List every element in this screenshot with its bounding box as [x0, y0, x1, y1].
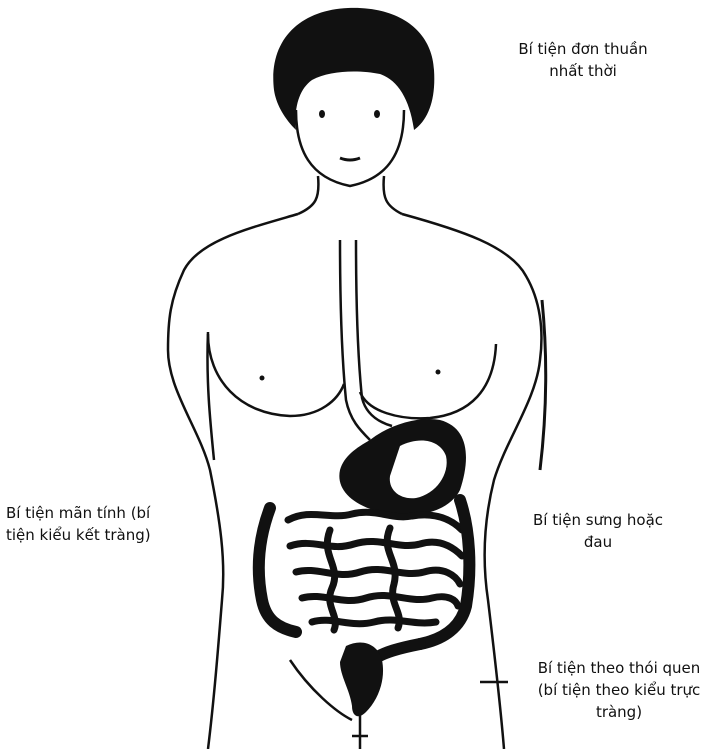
torso-outline [168, 214, 298, 749]
label-chronic-line2: tiện kiểu kết tràng) [6, 524, 206, 546]
rectum [340, 642, 383, 716]
hair [273, 8, 434, 130]
left-nipple [260, 376, 265, 381]
label-painful-constipation: Bí tiện sưng hoặc đau [508, 509, 688, 553]
label-habit-line3: tràng) [516, 701, 722, 723]
label-simple-line1: Bí tiện đơn thuần [478, 38, 688, 60]
label-habit-line2: (bí tiện theo kiểu trực [516, 679, 722, 701]
label-simple-constipation: Bí tiện đơn thuần nhất thời [478, 38, 688, 82]
left-breast [208, 334, 344, 416]
right-breast [360, 344, 496, 418]
label-chronic-constipation: Bí tiện mãn tính (bí tiện kiểu kết tràng… [6, 502, 206, 546]
right-eye [374, 110, 380, 118]
esophagus-inner [356, 240, 392, 426]
mouth [340, 158, 360, 160]
anus [352, 712, 368, 749]
label-simple-line2: nhất thời [478, 60, 688, 82]
label-pain-line2: đau [508, 531, 688, 553]
right-nipple [436, 370, 441, 375]
label-chronic-line1: Bí tiện mãn tính (bí [6, 502, 206, 524]
label-pain-line1: Bí tiện sưng hoặc [508, 509, 688, 531]
small-intestine [288, 512, 462, 630]
ascending-colon [259, 508, 296, 632]
left-eye [319, 110, 325, 118]
label-habitual-constipation: Bí tiện theo thói quen (bí tiện theo kiể… [516, 657, 722, 723]
neck [298, 176, 402, 214]
label-habit-line1: Bí tiện theo thói quen [516, 657, 722, 679]
face [296, 110, 404, 186]
